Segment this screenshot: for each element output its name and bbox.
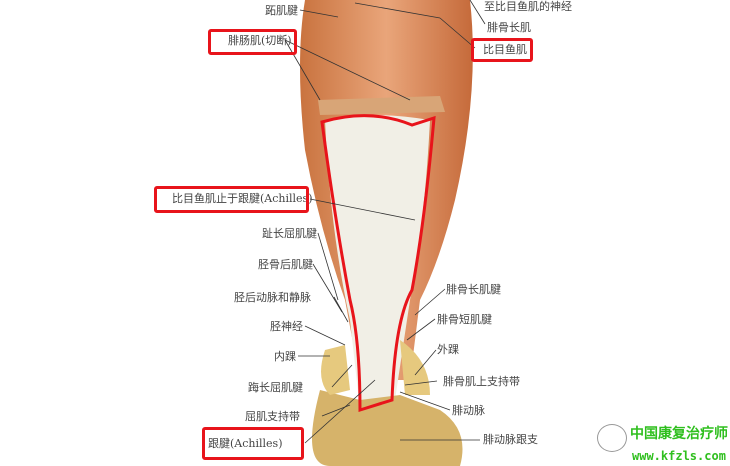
- highlight-box-gastrocnemius: [208, 29, 297, 55]
- leader-lines: [284, 0, 486, 444]
- highlight-box-soleus-insertion: [154, 186, 309, 213]
- highlight-box-soleus: [471, 38, 533, 62]
- achilles-tendon-shape: [325, 115, 430, 410]
- label-flexor-retinaculum: 屈肌支持带: [245, 410, 300, 423]
- medial-malleolus-shape: [321, 345, 350, 395]
- label-nerve-to-soleus: 至比目鱼肌的神经: [484, 0, 572, 13]
- highlight-box-achilles: [202, 427, 304, 460]
- label-peroneus-longus: 腓骨长肌: [487, 21, 531, 34]
- label-superior-peroneal-retinaculum: 腓骨肌上支持带: [443, 375, 520, 388]
- label-tibial-nerve: 胫神经: [270, 320, 303, 333]
- label-lateral-malleolus: 外踝: [437, 343, 459, 356]
- label-plantaris-tendon: 跖肌腱: [265, 4, 298, 17]
- wechat-icon: [597, 424, 627, 452]
- watermark-url: www.kfzls.com: [632, 449, 726, 463]
- lateral-malleolus-shape: [400, 340, 430, 395]
- label-posterior-tibial-vessels: 胫后动脉和静脉: [234, 291, 311, 304]
- label-achilles-tendon: 跟腱(Achilles): [208, 437, 283, 450]
- label-peroneal-calcaneal-branch: 腓动脉跟支: [483, 433, 538, 446]
- label-fdl-tendon: 趾长屈肌腱: [262, 227, 317, 240]
- highlight-outline: [320, 114, 436, 413]
- heel: [312, 390, 463, 466]
- watermark-title: 中国康复治疗师: [630, 426, 728, 442]
- label-soleus-insertion: 比目鱼肌止于跟腱(Achilles): [172, 192, 313, 205]
- label-medial-malleolus: 内踝: [274, 350, 296, 363]
- label-fhl-tendon: 踇长屈肌腱: [248, 381, 303, 394]
- label-peroneus-brevis-tendon: 腓骨短肌腱: [437, 313, 492, 326]
- label-soleus: 比目鱼肌: [483, 43, 527, 56]
- gastrocnemius-cut-edge: [318, 96, 445, 115]
- label-peroneus-longus-tendon: 腓骨长肌腱: [446, 283, 501, 296]
- label-peroneal-artery: 腓动脉: [452, 404, 485, 417]
- label-tp-tendon: 胫骨后肌腱: [258, 258, 313, 271]
- label-gastrocnemius-cut: 腓肠肌(切断): [228, 34, 292, 47]
